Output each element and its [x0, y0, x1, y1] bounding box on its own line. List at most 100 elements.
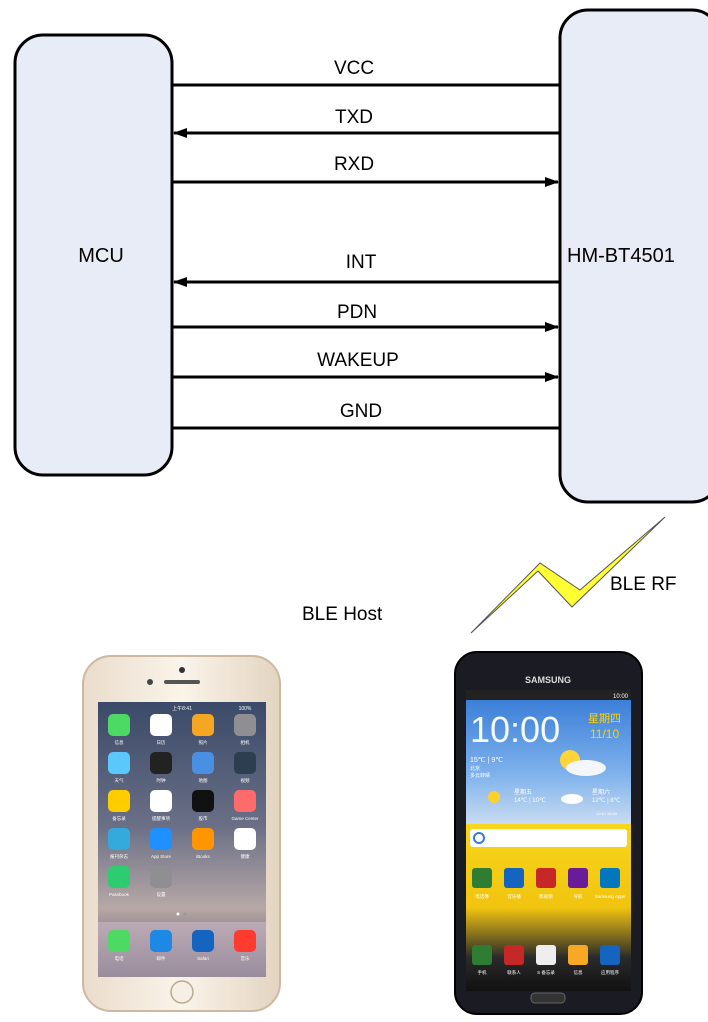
- iphone-home-button[interactable]: [170, 980, 194, 1004]
- iphone-app-label: 设置: [157, 891, 166, 898]
- search-icon: [473, 832, 485, 844]
- samsung-forecast2-temp: 12℃ | 8℃: [592, 798, 621, 804]
- iphone-app-icon[interactable]: 股市: [192, 790, 214, 822]
- mcu-label: MCU: [78, 245, 124, 267]
- samsung-app-label: Samsung Apps: [595, 894, 626, 899]
- samsung-dock-label: S 备忘录: [537, 969, 555, 976]
- samsung-updated: 11/10 10:00: [596, 811, 618, 816]
- samsung-dock-label: 联系人: [507, 969, 521, 976]
- samsung-forecast1-temp: 14℃ | 10℃: [514, 798, 546, 804]
- txd-label: TXD: [335, 107, 373, 128]
- iphone-app-icon[interactable]: 时钟: [150, 752, 172, 784]
- iphone-app-icon[interactable]: 信息: [108, 714, 130, 746]
- iphone-app-icon[interactable]: 地图: [192, 752, 214, 784]
- iphone-app-label: 照片: [199, 739, 208, 746]
- iphone-app-label: 备忘录: [112, 815, 126, 822]
- ble-host-label: BLE Host: [302, 604, 383, 625]
- samsung-app-row: 电话簿音乐播 影视频 导航 Samsung Apps: [472, 868, 626, 900]
- iphone-app-label: App Store: [151, 854, 172, 859]
- iphone-app-icon[interactable]: 视频: [234, 752, 256, 784]
- iphone-status-time: 上午8:41: [172, 705, 192, 712]
- samsung-weather-today: 15℃ | 9℃: [470, 757, 503, 764]
- iphone-app-label: 报刊杂志: [110, 853, 128, 860]
- iphone-app-icon[interactable]: 照片: [192, 714, 214, 746]
- rxd-label: RXD: [334, 154, 374, 175]
- samsung-city: 北京: [470, 765, 480, 772]
- wakeup-label: WAKEUP: [317, 350, 399, 371]
- iphone-app-icon[interactable]: 相机: [234, 714, 256, 746]
- samsung-app-icon[interactable]: 音乐播: [504, 868, 524, 900]
- samsung-app-label: 导航: [574, 893, 583, 900]
- cloud-icon: [561, 794, 583, 804]
- samsung-clock: 10:00: [470, 709, 560, 750]
- samsung-dock-label: 应用程序: [601, 969, 619, 976]
- iphone-dock-label: 音乐: [241, 955, 250, 962]
- samsung-app-icon[interactable]: 电话簿: [472, 868, 492, 900]
- iphone-app-label: 地图: [199, 777, 208, 784]
- rf-lightning-icon: [470, 516, 666, 634]
- samsung-dock-icon[interactable]: 手机: [472, 945, 492, 976]
- iphone-dock-label: 邮件: [157, 955, 166, 962]
- iphone-app-icon[interactable]: 天气: [108, 752, 130, 784]
- iphone-app-label: 股市: [199, 815, 208, 822]
- iphone-dock-icon[interactable]: Safari: [192, 930, 214, 961]
- iphone-dock-icon[interactable]: 邮件: [150, 930, 172, 962]
- iphone-app-label: 提醒事项: [152, 815, 170, 822]
- samsung-dock-icon[interactable]: 联系人: [504, 945, 524, 976]
- iphone-app-label: 健康: [241, 853, 250, 860]
- iphone-app-label: 信息: [115, 739, 124, 746]
- iphone-app-label: 时钟: [157, 777, 166, 784]
- samsung-dock-icon[interactable]: 信息: [568, 945, 588, 976]
- iphone-app-icon[interactable]: App Store: [150, 828, 172, 859]
- samsung-status-time: 10:00: [613, 694, 629, 700]
- samsung-app-icon[interactable]: 影视频: [536, 868, 556, 900]
- samsung-app-label: 影视频: [539, 893, 553, 900]
- samsung-brand: SAMSUNG: [525, 675, 571, 685]
- iphone-app-icon[interactable]: Passbook: [108, 866, 130, 897]
- iphone-app-icon[interactable]: 备忘录: [108, 790, 130, 822]
- iphone-dock-icon[interactable]: 音乐: [234, 930, 256, 962]
- iphone-app-icon[interactable]: 日历: [150, 714, 172, 746]
- cloud-icon: [566, 760, 606, 776]
- sun-icon: [488, 791, 500, 803]
- samsung-app-label: 音乐播: [507, 893, 521, 900]
- iphone-app-label: 相机: [241, 739, 250, 746]
- module-block: HM-BT4501: [558, 8, 708, 504]
- samsung-dock-icon[interactable]: S 备忘录: [536, 945, 556, 976]
- ble-rf-label: BLE RF: [610, 574, 677, 595]
- samsung-home-button[interactable]: [530, 992, 566, 1004]
- iphone-app-icon[interactable]: iBooks: [192, 828, 214, 859]
- iphone-app-label: Passbook: [109, 892, 130, 897]
- module-label: HM-BT4501: [567, 245, 675, 267]
- iphone-dock-label: Safari: [197, 956, 209, 961]
- iphone-dock: 电话 邮件 Safari 音乐: [108, 930, 256, 962]
- iphone-app-icon[interactable]: 健康: [234, 828, 256, 860]
- int-label: INT: [346, 252, 377, 273]
- iphone-app-label: 天气: [115, 777, 124, 784]
- iphone-app-label: 日历: [157, 740, 166, 746]
- samsung-dock-label: 信息: [574, 969, 583, 976]
- iphone-app-label: 视频: [241, 777, 250, 784]
- iphone-app-icon[interactable]: 设置: [150, 866, 172, 898]
- mcu-block: MCU: [13, 33, 174, 477]
- iphone-dock-label: 电话: [115, 955, 124, 962]
- samsung-app-icon[interactable]: 导航: [568, 868, 588, 900]
- vcc-label: VCC: [334, 58, 374, 79]
- iphone-dock-icon[interactable]: 电话: [108, 930, 130, 962]
- iphone-app-label: Game Center: [231, 816, 259, 821]
- samsung-dock-icon[interactable]: 应用程序: [600, 945, 620, 976]
- iphone-app-icon[interactable]: Game Center: [231, 790, 259, 821]
- iphone-app-icon[interactable]: 报刊杂志: [108, 828, 130, 860]
- samsung-condition: 多云转晴: [470, 772, 490, 779]
- samsung-dock-label: 手机: [478, 969, 487, 976]
- samsung-weekday: 星期四: [588, 712, 621, 725]
- samsung-forecast2-day: 星期六: [592, 788, 610, 796]
- signal-lines: VCC TXD RXD INT PDN WAKEUP GND: [172, 58, 560, 430]
- iphone-app-label: iBooks: [196, 854, 210, 859]
- samsung-search-bar[interactable]: [470, 829, 627, 847]
- samsung-date: 11/10: [590, 727, 619, 741]
- samsung-app-icon[interactable]: Samsung Apps: [595, 868, 626, 899]
- iphone-app-icon[interactable]: 提醒事项: [150, 790, 172, 822]
